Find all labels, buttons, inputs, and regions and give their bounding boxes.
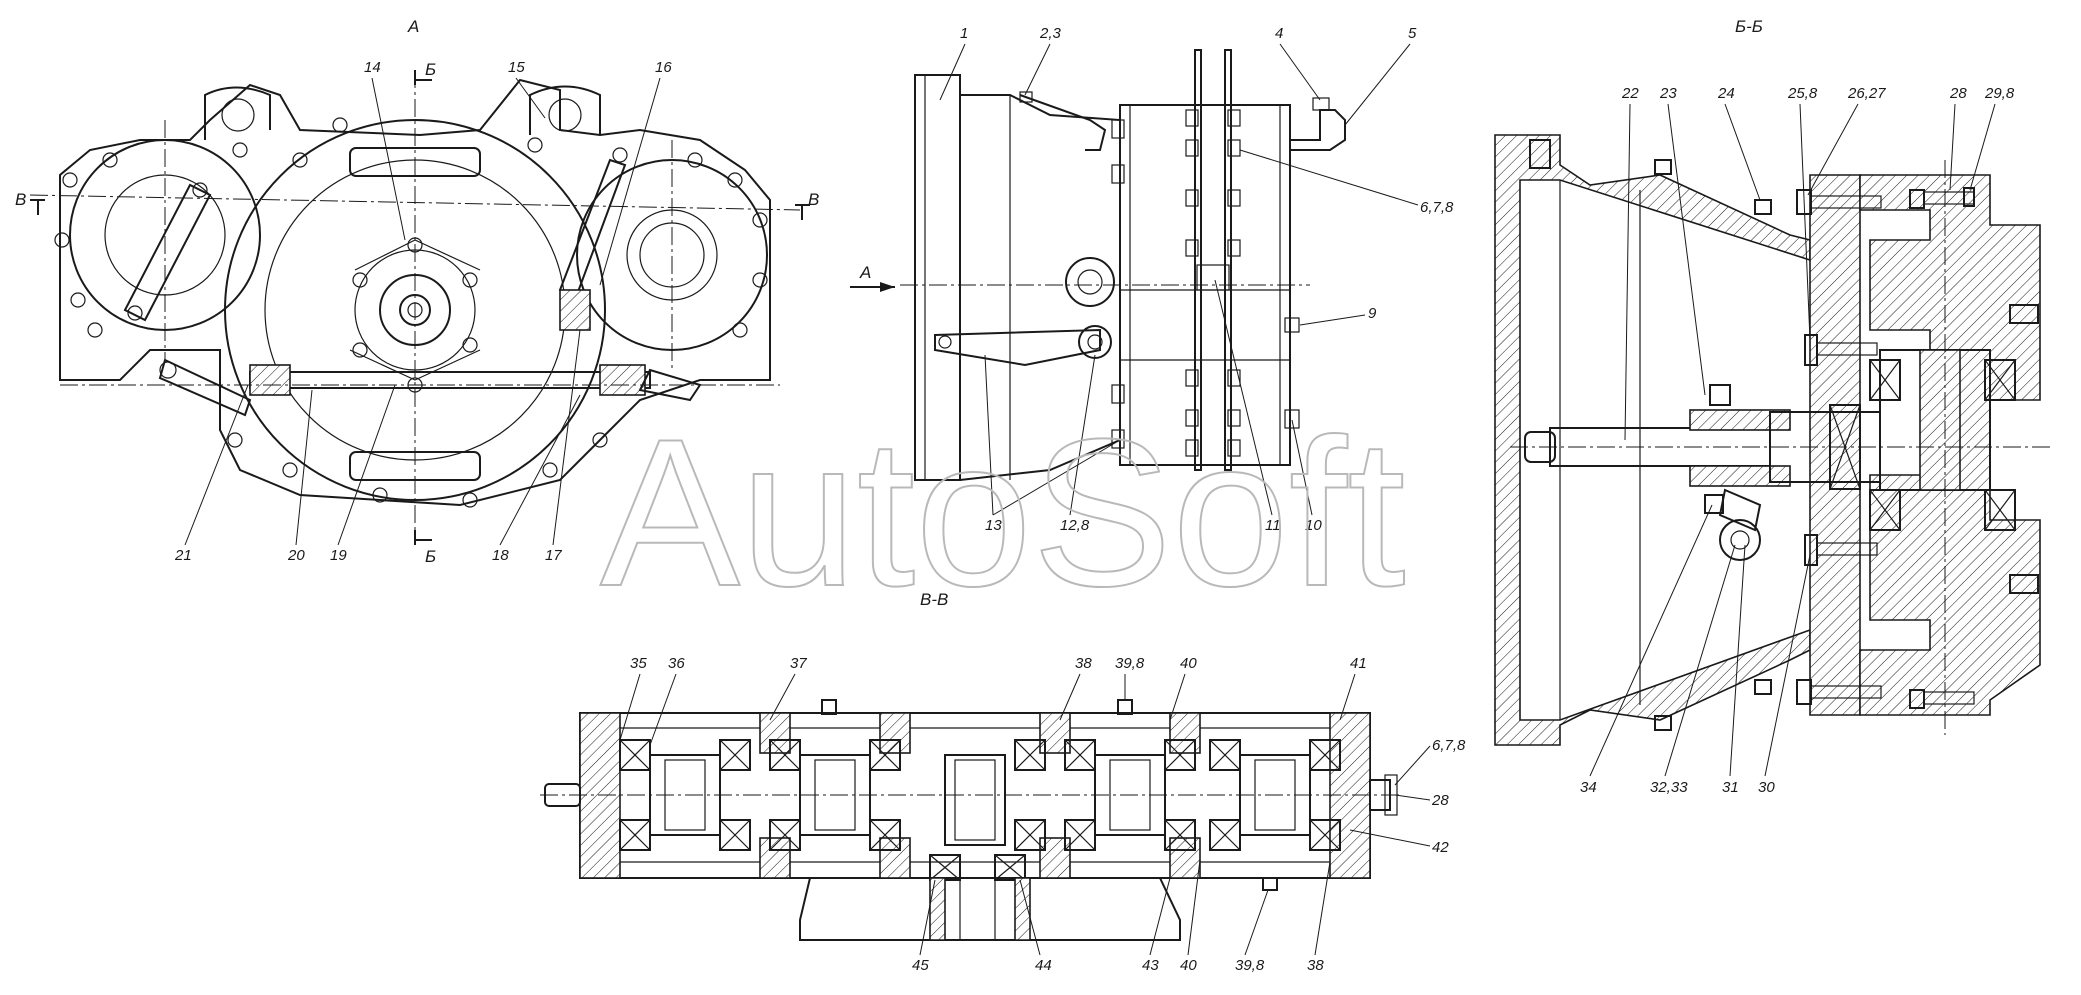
callout-label: 36 bbox=[668, 655, 685, 672]
callout-label: 34 bbox=[1580, 779, 1597, 796]
callout-label: 45 bbox=[912, 957, 929, 974]
callout-label: 13 bbox=[985, 517, 1002, 534]
callout-label: 23 bbox=[1659, 85, 1677, 102]
section-mark-v-left: В bbox=[15, 190, 26, 209]
callout-label: 18 bbox=[492, 547, 509, 564]
section-vv bbox=[540, 699, 1400, 941]
arrow-a-label: А bbox=[859, 263, 871, 282]
callout-label: 35 bbox=[630, 655, 647, 672]
callout-label: 9 bbox=[1368, 305, 1377, 322]
section-mark-b-top: Б bbox=[425, 60, 436, 79]
callout-label: 21 bbox=[174, 547, 192, 564]
callout-label: 32,33 bbox=[1650, 779, 1688, 796]
side-view-bolts bbox=[1111, 109, 1300, 457]
callout-label: 5 bbox=[1408, 25, 1417, 42]
callout-label: 6,7,8 bbox=[1432, 737, 1466, 754]
callout-label: 11 bbox=[1265, 517, 1281, 534]
callouts-section-bb: 22 23 24 25,8 26,27 28 29,8 34 32,33 31 … bbox=[1580, 85, 2015, 796]
callout-label: 31 bbox=[1722, 779, 1739, 796]
callout-label: 39,8 bbox=[1115, 655, 1145, 672]
view-a-front bbox=[29, 70, 810, 545]
section-mark-v-right: В bbox=[808, 190, 819, 209]
callout-label: 28 bbox=[1431, 792, 1449, 809]
callout-label: 41 bbox=[1350, 655, 1367, 672]
callout-label: 39,8 bbox=[1235, 957, 1265, 974]
callout-label: 40 bbox=[1180, 957, 1197, 974]
callout-label: 40 bbox=[1180, 655, 1197, 672]
bearings-vv bbox=[619, 739, 1341, 881]
side-view bbox=[850, 49, 1346, 481]
callout-label: 37 bbox=[790, 655, 807, 672]
callout-label: 6,7,8 bbox=[1420, 199, 1454, 216]
callout-label: 19 bbox=[330, 547, 347, 564]
callout-label: 1 bbox=[960, 25, 968, 42]
view-bb-title: Б-Б bbox=[1735, 17, 1763, 36]
callout-label: 17 bbox=[545, 547, 562, 564]
callouts-section-vv: 35 36 37 38 39,8 40 41 6,7,8 28 42 45 44… bbox=[619, 655, 1466, 974]
callout-label: 20 bbox=[287, 547, 305, 564]
callout-label: 28 bbox=[1949, 85, 1967, 102]
callout-label: 43 bbox=[1142, 957, 1159, 974]
callout-label: 12,8 bbox=[1060, 517, 1090, 534]
callout-label: 30 bbox=[1758, 779, 1775, 796]
callout-label: 24 bbox=[1717, 85, 1735, 102]
callout-label: 26,27 bbox=[1847, 85, 1886, 102]
callout-label: 25,8 bbox=[1787, 85, 1818, 102]
callouts-side-view: 1 2,3 4 5 6,7,8 9 10 11 12,8 13 bbox=[939, 25, 1454, 534]
section-bb bbox=[1494, 134, 2050, 746]
callout-label: 16 bbox=[655, 59, 672, 76]
callout-label: 38 bbox=[1307, 957, 1324, 974]
callout-label: 14 bbox=[364, 59, 381, 76]
section-mark-b-bottom: Б bbox=[425, 547, 436, 566]
callout-label: 22 bbox=[1621, 85, 1639, 102]
callouts-view-a: 14 15 16 21 20 19 18 17 bbox=[174, 59, 672, 564]
callout-label: 2,3 bbox=[1039, 25, 1062, 42]
callout-label: 29,8 bbox=[1984, 85, 2015, 102]
callout-label: 42 bbox=[1432, 839, 1449, 856]
callout-label: 44 bbox=[1035, 957, 1052, 974]
callout-label: 38 bbox=[1075, 655, 1092, 672]
view-a-title: А bbox=[407, 17, 419, 36]
callout-label: 4 bbox=[1275, 25, 1283, 42]
callout-label: 10 bbox=[1305, 517, 1322, 534]
view-vv-title: В-В bbox=[920, 590, 948, 609]
callout-label: 15 bbox=[508, 59, 525, 76]
autosoft-watermark: AutoSoft bbox=[600, 395, 1406, 630]
